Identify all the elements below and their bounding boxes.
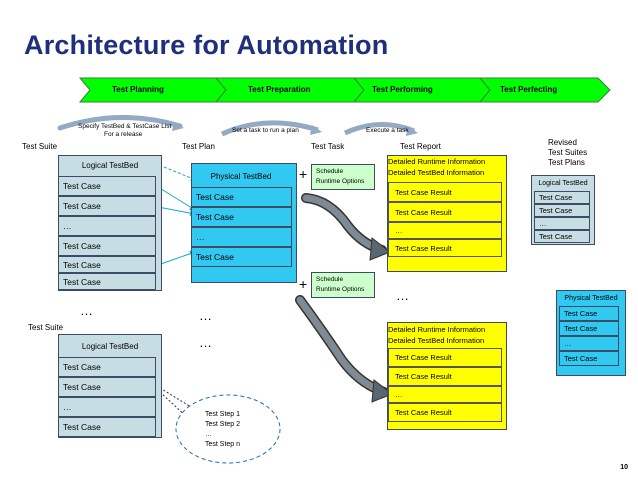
curve-arrow-set-task bbox=[220, 120, 319, 137]
suite1-ellipsis: … bbox=[58, 216, 156, 236]
page-title: Architecture for Automation bbox=[24, 30, 389, 60]
schedule-label: Schedule bbox=[316, 276, 344, 283]
revised-label-2: Test Suites bbox=[548, 148, 588, 157]
plan-test-case: Test Case bbox=[191, 247, 292, 267]
phase-label-perfecting: Test Perfecting bbox=[500, 85, 558, 94]
report1-result: Test Case Result bbox=[388, 202, 502, 222]
arrow-tc-3 bbox=[157, 250, 196, 266]
report1-runtime-info: Detailed Runtime Information bbox=[388, 157, 486, 166]
phase-label-preparation: Test Preparation bbox=[248, 85, 311, 94]
suite2-test-case: Test Case bbox=[58, 377, 156, 397]
suite2-test-case: Test Case bbox=[58, 357, 156, 377]
curve-arrow-specify bbox=[57, 115, 183, 131]
revised-physical-header: Physical TestBed bbox=[564, 294, 618, 302]
suite1-test-case: Test Case bbox=[58, 256, 156, 273]
suite1-test-case: Test Case bbox=[58, 176, 156, 196]
suite1-test-case: Test Case bbox=[58, 236, 156, 256]
phase-label-performing: Test Performing bbox=[372, 85, 433, 94]
report2-result: Test Case Result bbox=[388, 367, 502, 386]
suite2-test-case: Test Case bbox=[58, 417, 156, 437]
test-task-label: Test Task bbox=[311, 142, 345, 151]
ellipsis-reports: … bbox=[396, 288, 409, 303]
plan-ellipsis: … bbox=[191, 227, 292, 247]
plan-test-case: Test Case bbox=[191, 207, 292, 227]
suite1-test-case: Test Case bbox=[58, 273, 156, 290]
report2-result: Test Case Result bbox=[388, 348, 502, 367]
plus-sign: + bbox=[299, 166, 308, 182]
test-report-label: Test Report bbox=[400, 142, 441, 151]
test-suite-label-1: Test Suite bbox=[22, 142, 58, 151]
report1-ellipsis: … bbox=[388, 222, 502, 239]
revised-label-1: Revised bbox=[548, 138, 577, 147]
report1-result: Test Case Result bbox=[388, 239, 502, 257]
test-suite-label-2: Test Suite bbox=[28, 323, 64, 332]
test-step-2: Test Step 2 bbox=[205, 421, 241, 428]
ellipsis-plans-1: … bbox=[199, 308, 212, 323]
report2-testbed-info: Detailed TestBed Information bbox=[388, 336, 485, 345]
revised-logical-header: Logical TestBed bbox=[538, 179, 588, 187]
runtime-options-label: Runtime Options bbox=[316, 178, 365, 185]
runtime-options-label: Runtime Options bbox=[316, 286, 365, 293]
suite1-test-case: Test Case bbox=[58, 196, 156, 216]
revised-physical-test-case: Test Case bbox=[559, 351, 619, 366]
test-step-ellipsis: … bbox=[205, 431, 212, 438]
report1-result: Test Case Result bbox=[388, 182, 502, 202]
test-steps-callout bbox=[175, 394, 281, 464]
revised-logical-test-case: Test Case bbox=[534, 191, 590, 204]
schedule-box-2: Schedule Runtime Options bbox=[311, 272, 375, 298]
execute-task-label: Execute a task bbox=[366, 127, 409, 134]
report2-result: Test Case Result bbox=[388, 403, 502, 422]
revised-logical-ellipsis: … bbox=[534, 217, 590, 230]
phase-label-planning: Test Planning bbox=[112, 85, 164, 94]
logical-testbed-1-header: Logical TestBed bbox=[81, 160, 139, 170]
revised-physical-test-case: Test Case bbox=[559, 306, 619, 321]
revised-physical-test-case: Test Case bbox=[559, 321, 619, 336]
specify-label-line2: For a release bbox=[104, 131, 143, 138]
test-step-1: Test Step 1 bbox=[205, 411, 241, 418]
report2-ellipsis: … bbox=[388, 386, 502, 403]
report2-runtime-info: Detailed Runtime Information bbox=[388, 325, 486, 334]
suite2-ellipsis: … bbox=[58, 397, 156, 417]
schedule-box-1: Schedule Runtime Options bbox=[311, 164, 375, 190]
revised-physical-ellipsis: … bbox=[559, 336, 619, 351]
ellipsis-plans-2: … bbox=[199, 335, 212, 350]
ellipsis-suites: … bbox=[80, 303, 93, 318]
set-task-label: Set a task to run a plan bbox=[232, 127, 299, 134]
phase-arrow-perfecting bbox=[478, 77, 611, 103]
plus-sign: + bbox=[299, 276, 308, 292]
page-number: 10 bbox=[620, 464, 628, 471]
revised-logical-test-case: Test Case bbox=[534, 230, 590, 243]
arrow-tc-1 bbox=[157, 186, 196, 211]
revised-logical-test-case: Test Case bbox=[534, 204, 590, 217]
schedule-label: Schedule bbox=[316, 168, 344, 175]
plan-test-case: Test Case bbox=[191, 187, 292, 207]
test-plan-label: Test Plan bbox=[182, 142, 215, 151]
physical-testbed-plan-header: Physical TestBed bbox=[210, 171, 272, 181]
arrow-tc-2 bbox=[157, 206, 196, 217]
test-step-n: Test Step n bbox=[205, 441, 241, 448]
specify-label-line1: Specify TestBed & TestCase List bbox=[78, 123, 172, 130]
report1-testbed-info: Detailed TestBed Information bbox=[388, 168, 485, 177]
revised-label-3: Test Plans bbox=[548, 158, 585, 167]
logical-testbed-2-header: Logical TestBed bbox=[81, 341, 139, 351]
dashed-arrow-testbed bbox=[163, 166, 197, 181]
